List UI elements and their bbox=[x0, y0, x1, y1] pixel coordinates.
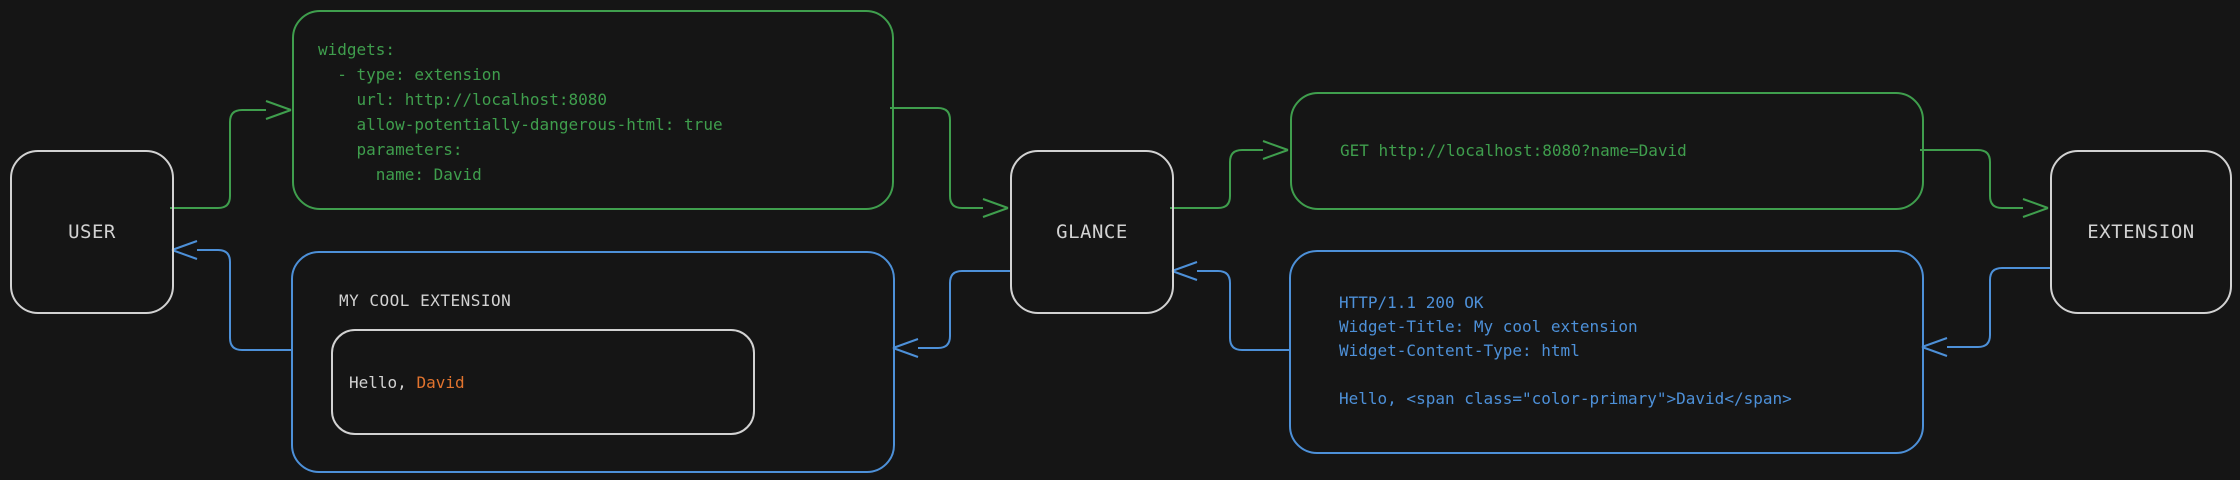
http-request-code: GET http://localhost:8080?name=David bbox=[1340, 141, 1687, 160]
node-glance-label: GLANCE bbox=[1056, 221, 1128, 243]
arrow-extension-to-response bbox=[1921, 267, 2050, 357]
config-yaml-code: widgets: - type: extension url: http://l… bbox=[318, 40, 723, 184]
greeting-text: Hello, David bbox=[333, 373, 465, 392]
arrow-widget-to-user bbox=[171, 240, 291, 351]
node-user-label: USER bbox=[68, 221, 116, 243]
arrow-config-to-glance bbox=[890, 107, 1009, 218]
node-extension: EXTENSION bbox=[2050, 150, 2232, 314]
config-box: widgets: - type: extension url: http://l… bbox=[292, 10, 894, 210]
node-extension-label: EXTENSION bbox=[2087, 221, 2195, 243]
arrow-glance-to-widget bbox=[892, 270, 1010, 358]
arrow-response-to-glance bbox=[1171, 261, 1289, 351]
node-user: USER bbox=[10, 150, 174, 314]
arrow-request-to-extension bbox=[1920, 149, 2049, 218]
arrow-glance-to-request bbox=[1170, 140, 1289, 209]
http-response-code: HTTP/1.1 200 OK Widget-Title: My cool ex… bbox=[1339, 293, 1792, 408]
arrow-user-to-config bbox=[170, 100, 292, 209]
response-box: HTTP/1.1 200 OK Widget-Title: My cool ex… bbox=[1289, 250, 1924, 454]
request-box: GET http://localhost:8080?name=David bbox=[1290, 92, 1924, 210]
greeting-prefix: Hello, bbox=[349, 372, 417, 392]
greeting-name: David bbox=[416, 372, 465, 392]
widget-title: MY COOL EXTENSION bbox=[339, 291, 512, 310]
node-glance: GLANCE bbox=[1010, 150, 1174, 314]
widget-preview-box: MY COOL EXTENSION Hello, David bbox=[291, 251, 895, 473]
widget-greeting-box: Hello, David bbox=[331, 329, 755, 435]
